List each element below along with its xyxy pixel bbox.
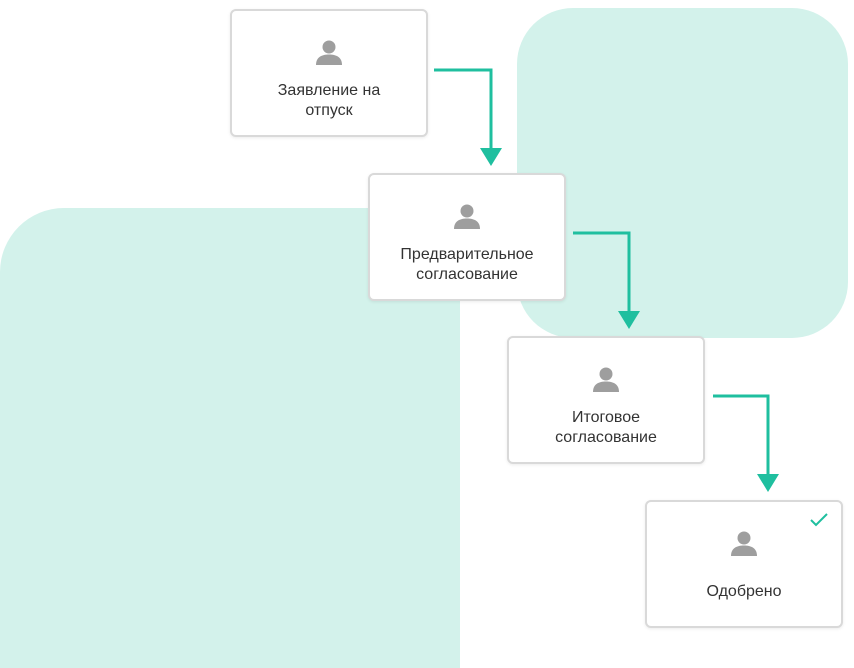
user-icon bbox=[731, 531, 757, 556]
step-label-line2: согласование bbox=[555, 429, 657, 446]
background-shape-right bbox=[517, 8, 848, 338]
step-label: Предварительное согласование bbox=[376, 245, 558, 285]
user-icon bbox=[316, 40, 342, 65]
checkmark-icon bbox=[810, 513, 828, 527]
step-label-line1: Одобрено bbox=[706, 583, 782, 600]
connector-1-2 bbox=[434, 68, 493, 150]
user-icon bbox=[593, 367, 619, 392]
step-card-final-approval[interactable]: Итоговое согласование bbox=[507, 336, 705, 464]
step-card-approved[interactable]: Одобрено bbox=[645, 500, 843, 628]
step-label: Итоговое согласование bbox=[515, 408, 697, 448]
step-label-line1: Заявление на bbox=[277, 82, 381, 99]
connector-3-4 bbox=[713, 394, 770, 476]
user-icon bbox=[454, 204, 480, 229]
step-label: Заявление на отпуск bbox=[238, 81, 420, 121]
arrowhead-2 bbox=[480, 148, 502, 166]
step-label-line1: Итоговое bbox=[571, 409, 641, 426]
step-label-line1: Предварительное bbox=[400, 246, 534, 263]
arrowhead-4 bbox=[757, 474, 779, 492]
step-card-application[interactable]: Заявление на отпуск bbox=[230, 9, 428, 137]
step-card-preliminary-approval[interactable]: Предварительное согласование bbox=[368, 173, 566, 301]
step-label-line2: отпуск bbox=[305, 102, 353, 119]
step-label-line2: согласование bbox=[416, 266, 518, 283]
step-label: Одобрено bbox=[653, 582, 835, 602]
